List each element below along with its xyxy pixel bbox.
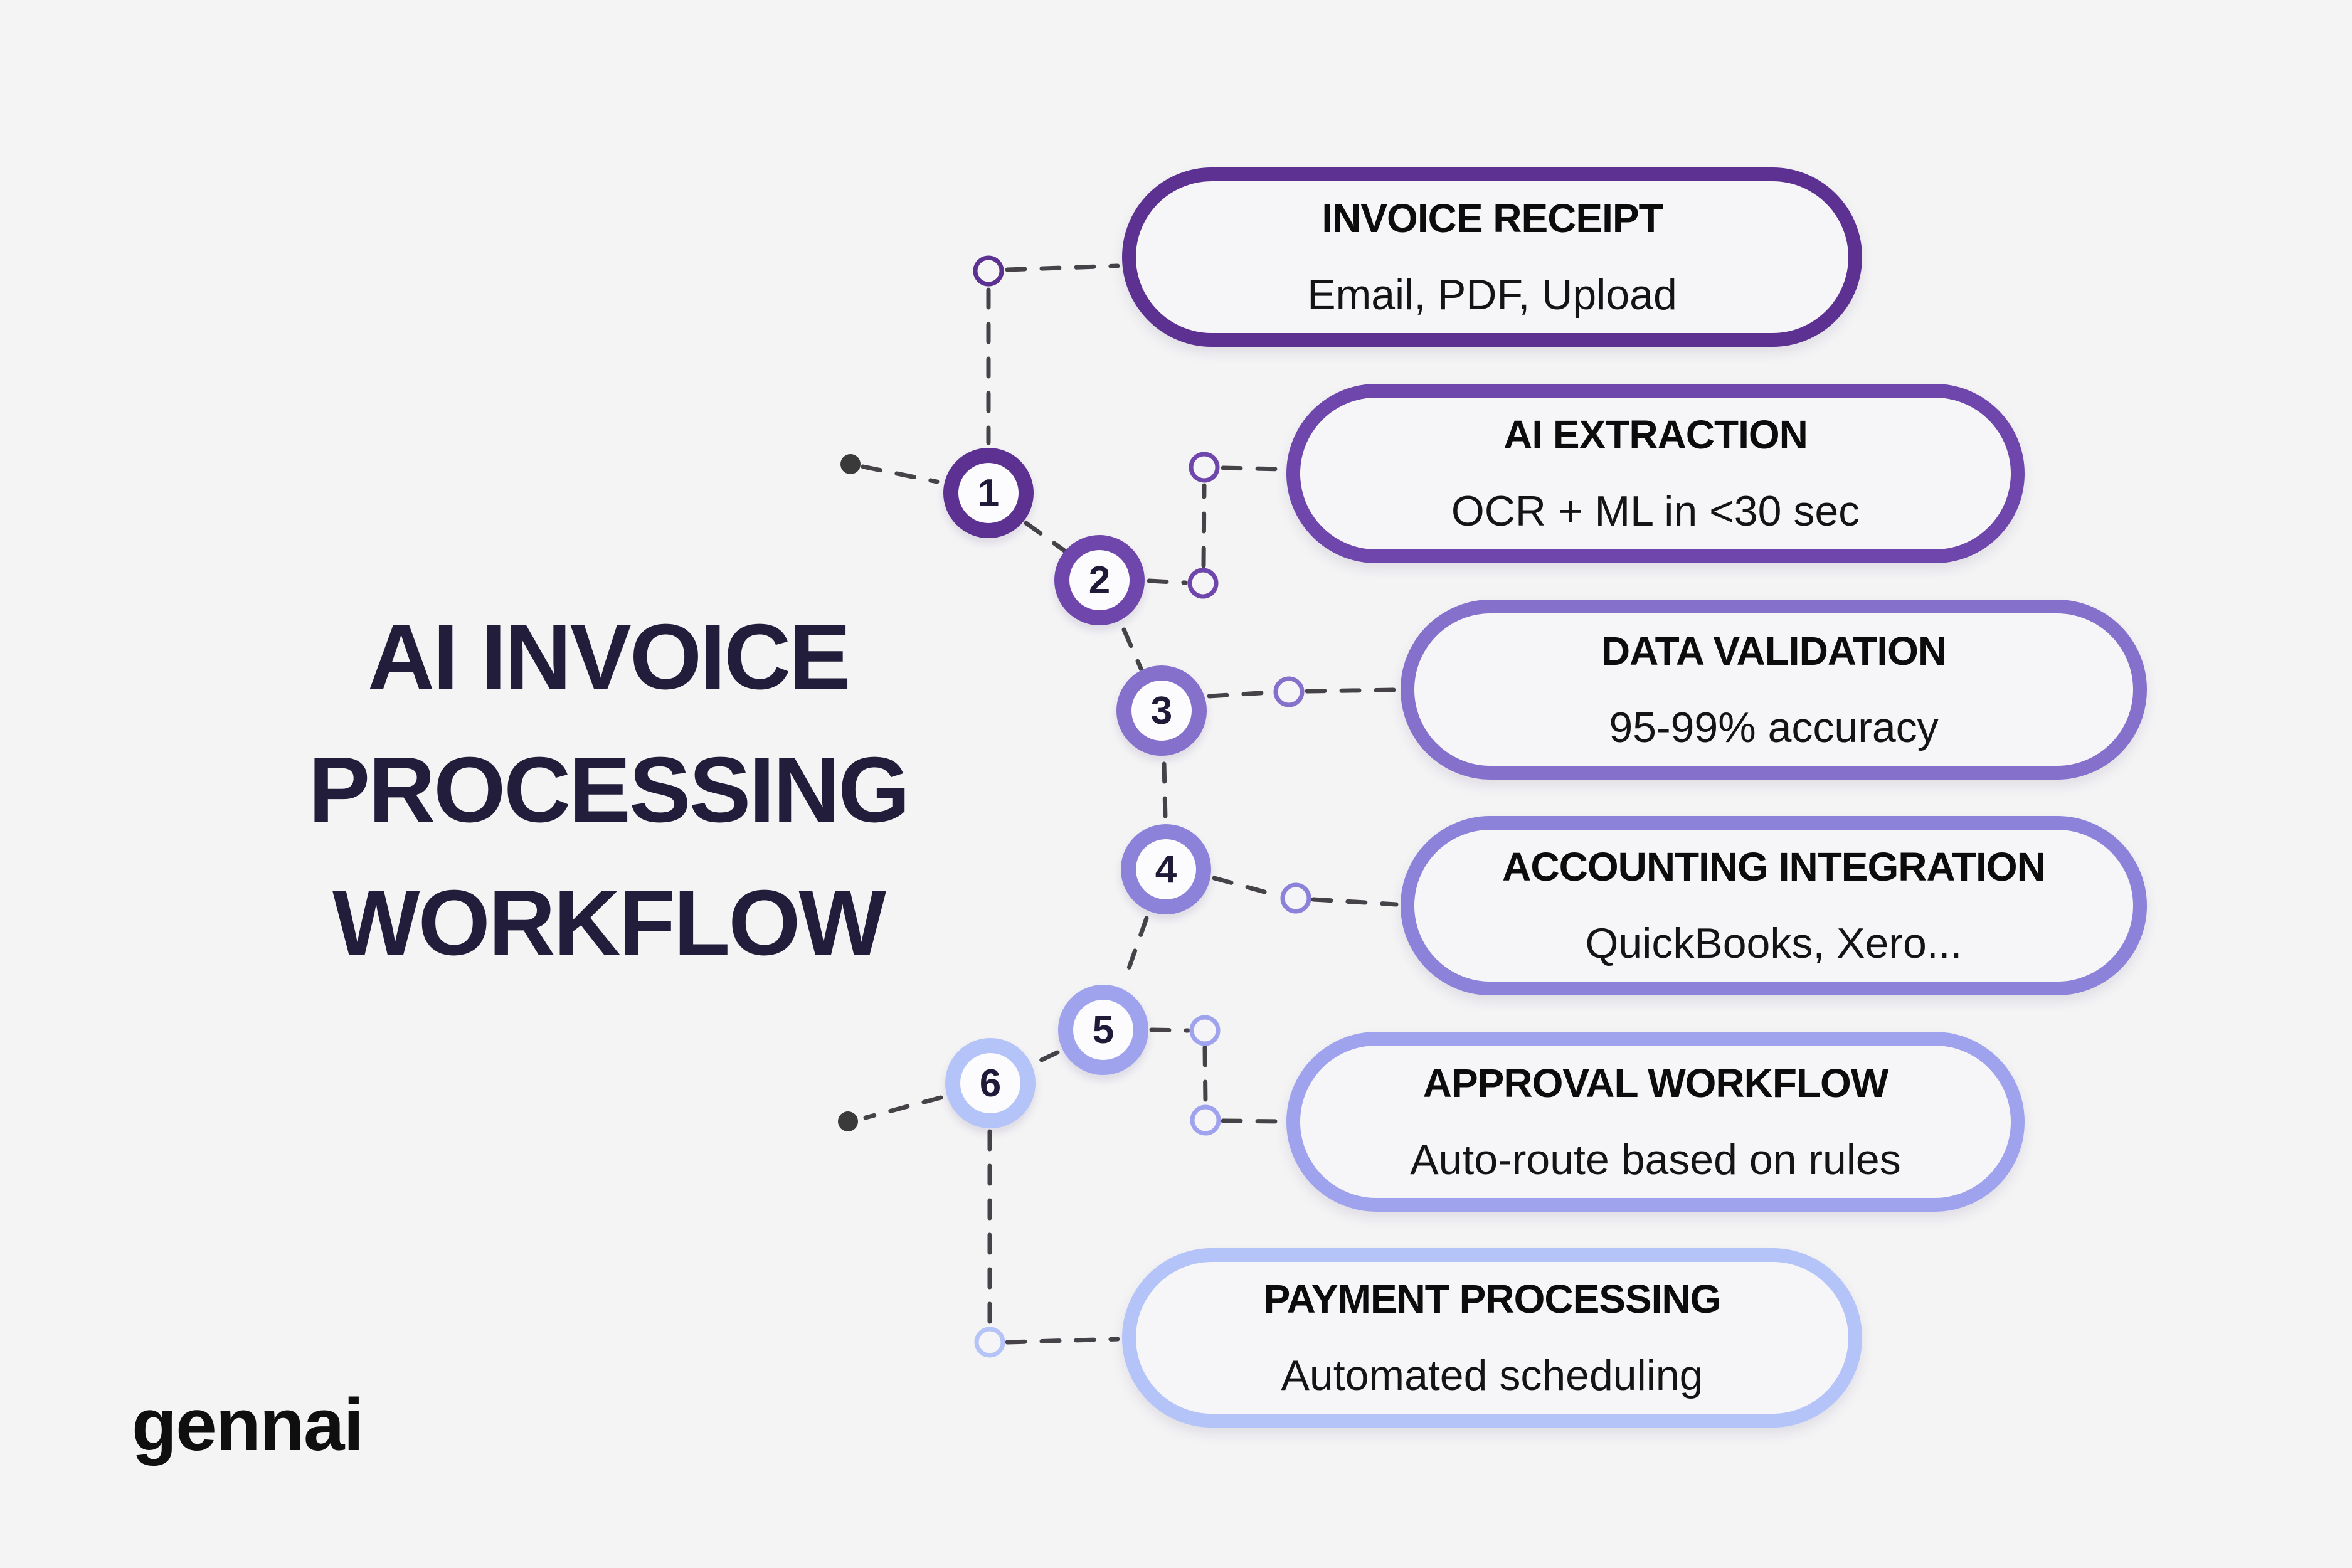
connector-dash [861,464,940,484]
path-start-dot [840,454,861,474]
step-number-badge-3: 3 [1116,665,1207,756]
connector-dash [1212,876,1281,898]
step-number: 4 [1155,847,1177,891]
step-card-title: DATA VALIDATION [1601,628,1947,674]
page-title: AI INVOICE PROCESSING WORKFLOW [188,591,1029,990]
connector-dash [1221,465,1285,472]
step-card-invoice-receipt: INVOICE RECEIPT Email, PDF, Upload [1122,167,1862,347]
connector-dash [1207,690,1273,699]
step-number: 5 [1092,1008,1115,1052]
step-card-subtitle: Auto-route based on rules [1410,1135,1901,1184]
step-card-payment-processing: PAYMENT PROCESSING Automated scheduling [1122,1248,1862,1428]
connector-node-ring-step5-a [1189,1015,1221,1046]
step-card-subtitle: 95-99% accuracy [1609,703,1939,751]
brand-logo: gennai [132,1384,364,1466]
connector-node-ring-step4 [1280,882,1311,914]
connector-node-ring-step5-b [1190,1104,1221,1136]
page-title-line-3: WORKFLOW [332,871,886,975]
connector-node-ring-step6 [974,1327,1005,1358]
step-card-title: ACCOUNTING INTEGRATION [1502,844,2046,889]
connector-dash [1005,263,1120,272]
connector-node-ring-step2-a [1189,452,1220,483]
step-number-badge-1: 1 [943,448,1034,538]
step-card-subtitle: QuickBooks, Xero... [1585,919,1963,967]
connector-node-ring-step1 [973,255,1004,287]
step-number-badge-5: 5 [1058,985,1148,1075]
step-number: 6 [979,1061,1002,1105]
connector-dash [1162,761,1168,820]
step-card-subtitle: Email, PDF, Upload [1307,271,1677,319]
path-end-dot [838,1111,858,1131]
page-title-line-1: AI INVOICE [368,605,851,709]
connector-dash [1121,627,1144,672]
step-card-subtitle: Automated scheduling [1281,1352,1703,1399]
step-card-data-validation: DATA VALIDATION 95-99% accuracy [1401,600,2147,780]
step-card-accounting-integration: ACCOUNTING INTEGRATION QuickBooks, Xero.… [1401,816,2147,995]
step-number: 1 [977,471,1000,515]
connector-dash [1305,687,1399,694]
step-card-title: APPROVAL WORKFLOW [1422,1060,1888,1106]
step-number-badge-4: 4 [1121,824,1211,914]
step-card-title: AI EXTRACTION [1503,412,1808,457]
page-title-line-2: PROCESSING [308,738,911,842]
step-number-badge-6: 6 [945,1038,1036,1128]
dashed-path [861,263,1399,1345]
step-number: 2 [1088,558,1111,602]
connector-node-ring-step3 [1273,676,1305,707]
connector-dash [1311,897,1399,907]
connector-dash [1005,1337,1120,1345]
step-number-badge-2: 2 [1054,535,1145,625]
connector-dash [1147,578,1188,585]
step-number: 3 [1150,689,1173,733]
connector-dash [1034,1050,1060,1065]
connector-dash [1121,916,1149,985]
connector-node-ring-step2-b [1187,568,1219,599]
step-card-ai-extraction: AI EXTRACTION OCR + ML in <30 sec [1286,384,2025,563]
step-card-approval-workflow: APPROVAL WORKFLOW Auto-route based on ru… [1286,1032,2025,1212]
step-card-title: PAYMENT PROCESSING [1263,1276,1722,1322]
step-card-title: INVOICE RECEIPT [1322,196,1663,241]
connector-dash [863,1095,943,1120]
step-card-subtitle: OCR + ML in <30 sec [1451,487,1860,535]
connector-dash [1024,521,1069,554]
